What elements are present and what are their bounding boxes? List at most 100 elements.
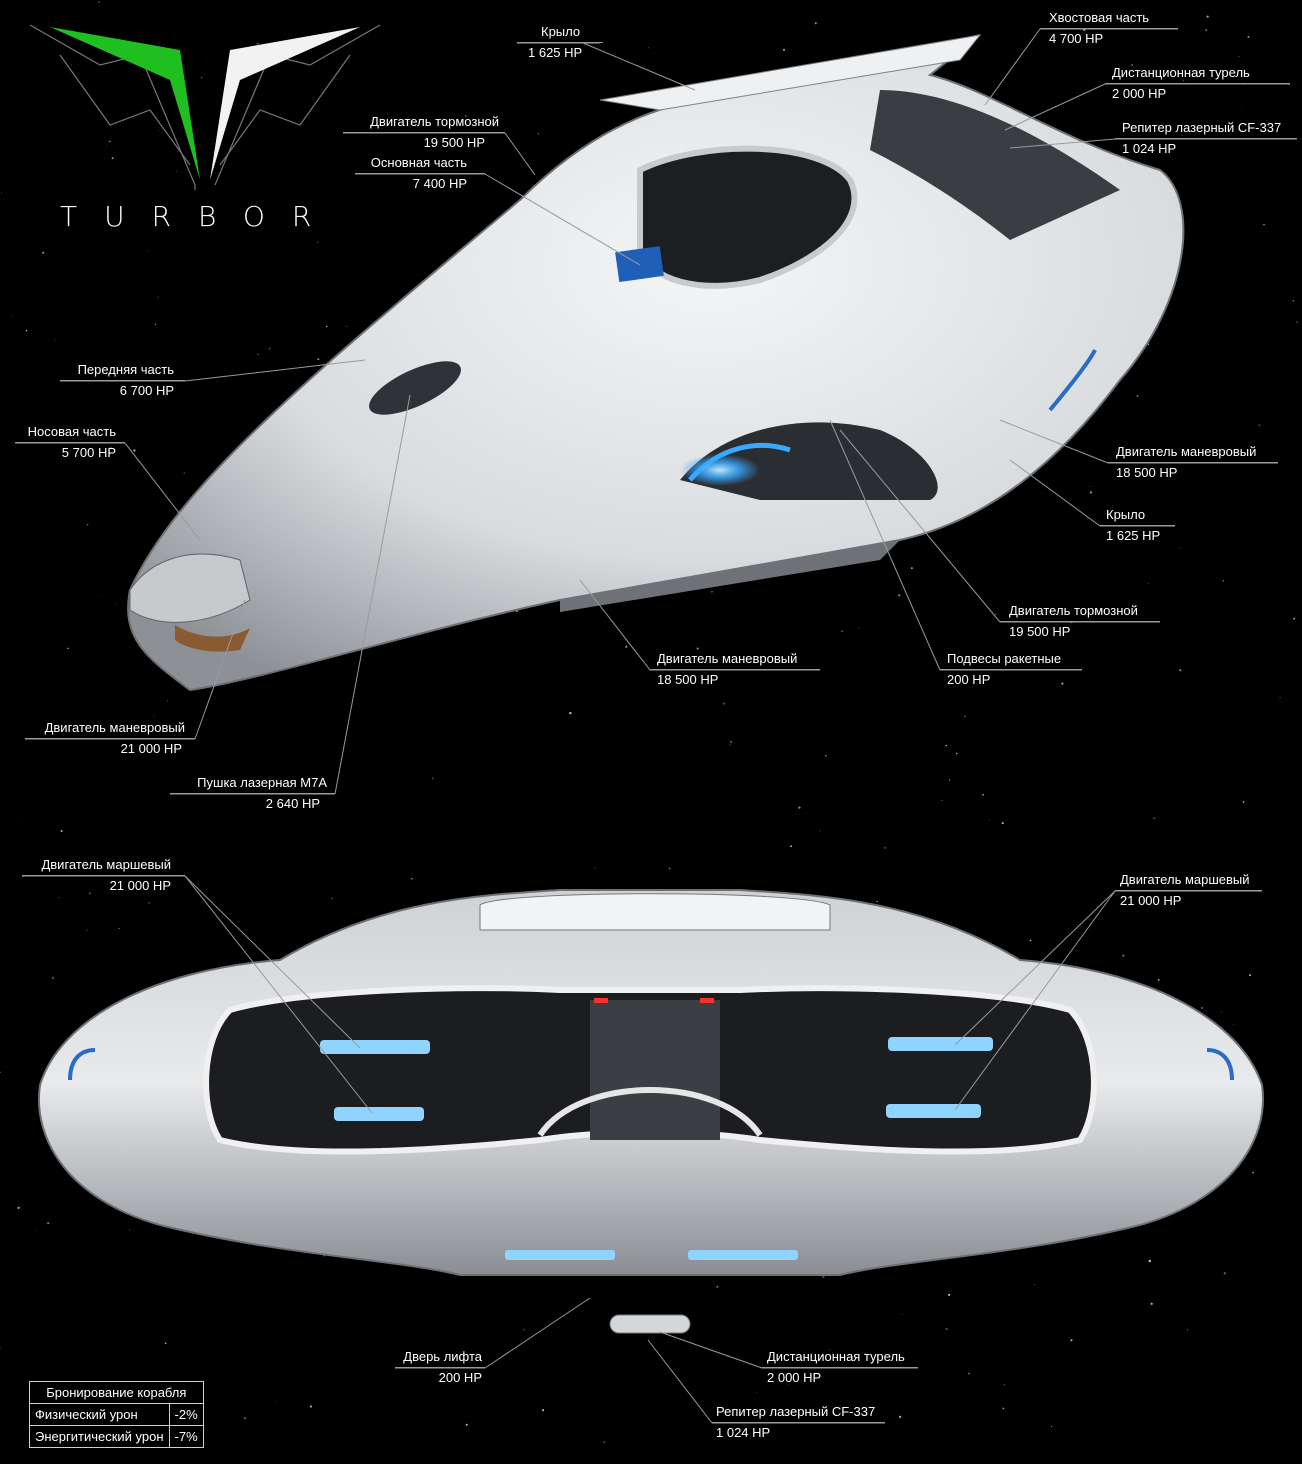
star [154, 323, 157, 326]
callout-name: Двигатель тормозной [370, 114, 499, 129]
star [625, 645, 628, 648]
callout-name: Хвостовая часть [1049, 10, 1150, 25]
star [814, 22, 817, 25]
star [1097, 906, 1098, 907]
star [787, 1384, 789, 1386]
star [696, 647, 699, 650]
star [268, 347, 271, 350]
star [86, 929, 88, 931]
star [1154, 817, 1156, 819]
star [722, 702, 726, 705]
star [0, 1347, 1, 1349]
star [569, 711, 572, 715]
star [1242, 801, 1245, 803]
star [876, 900, 878, 903]
star [964, 715, 966, 718]
star [1263, 223, 1265, 226]
callout-hp: 1 625 HP [1106, 528, 1161, 543]
star [1242, 82, 1244, 84]
star [756, 1391, 758, 1393]
callout-name: Крыло [1106, 507, 1146, 522]
star [153, 716, 155, 717]
star [317, 358, 320, 361]
callout-hp: 18 500 HP [657, 672, 719, 687]
callout-name: Передняя часть [77, 362, 174, 377]
star [257, 42, 259, 45]
star [1148, 582, 1150, 584]
star [166, 699, 169, 702]
star [942, 1314, 944, 1316]
callout-name: Подвесы ракетные [947, 651, 1062, 666]
callout-hp: 21 000 HP [1120, 893, 1182, 908]
star [948, 1293, 951, 1296]
star [537, 133, 539, 135]
callout-name: Двигатель маневровый [657, 651, 798, 666]
callout-name: Двигатель маневровый [44, 720, 185, 735]
star [1179, 547, 1181, 549]
callout-maneuver-engine-left: Двигатель маневровый 21 000 HP [25, 718, 195, 759]
callout-name: Репитер лазерный CF-337 [716, 1404, 876, 1419]
star [1247, 35, 1250, 38]
star [1089, 485, 1091, 487]
star [899, 1415, 902, 1418]
callout-tail: Хвостовая часть 4 700 HP [1040, 8, 1178, 49]
star [1223, 1272, 1226, 1275]
star [982, 793, 985, 796]
callout-nose-section: Носовая часть 5 700 HP [15, 422, 125, 463]
star [711, 590, 713, 593]
callout-hp: 5 700 HP [61, 445, 116, 460]
armor-value: -7% [168, 1425, 204, 1448]
callout-name: Двигатель маршевый [41, 857, 171, 872]
star [240, 775, 242, 777]
star [989, 820, 990, 822]
star [1292, 299, 1295, 302]
callout-hp: 21 000 HP [120, 741, 182, 756]
star [955, 752, 958, 755]
star [104, 158, 105, 159]
star [782, 48, 786, 52]
star [133, 449, 136, 452]
star [331, 897, 333, 899]
star [995, 613, 997, 615]
callout-hp: 4 700 HP [1049, 31, 1104, 46]
star [716, 1285, 719, 1288]
callout-name: Крыло [541, 24, 581, 39]
star [17, 1206, 20, 1210]
callout-hp: 2 640 HP [265, 796, 320, 811]
star [864, 1352, 866, 1354]
armor-label: Физический урон [29, 1403, 170, 1426]
callout-hp: 19 500 HP [423, 135, 485, 150]
star [941, 799, 943, 801]
star [129, 1229, 131, 1231]
star [790, 845, 793, 848]
callout-hp: 19 500 HP [1009, 624, 1071, 639]
star [1, 192, 3, 194]
star [1001, 822, 1004, 825]
star [1148, 1259, 1151, 1263]
star [18, 819, 20, 821]
callout-hp: 1 024 HP [1122, 141, 1177, 156]
star [968, 1372, 970, 1375]
star [945, 1328, 948, 1331]
star [1201, 1007, 1203, 1009]
callout-name: Носовая часть [27, 424, 116, 439]
star [898, 594, 901, 597]
star [325, 325, 328, 328]
callout-hp: 7 400 HP [412, 176, 467, 191]
star [729, 744, 731, 746]
star [1070, 1339, 1073, 1342]
ship-rear-view [38, 889, 1264, 1334]
star [164, 1342, 167, 1345]
star [98, 1, 100, 4]
star [911, 567, 913, 569]
star [1109, 787, 1110, 788]
star [118, 927, 120, 930]
star [1293, 617, 1296, 620]
